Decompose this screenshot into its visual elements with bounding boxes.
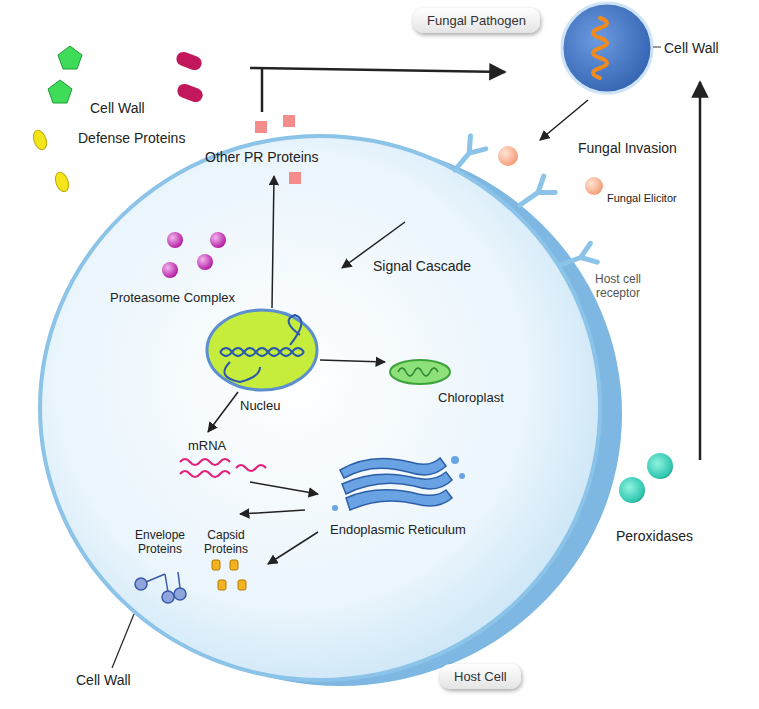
part-label: mRNA bbox=[188, 438, 226, 454]
part-label: Capsid Proteins bbox=[198, 528, 254, 557]
part-label: Other PR Proteins bbox=[205, 149, 319, 166]
part-label: Envelope Proteins bbox=[128, 528, 192, 557]
part-label: Proteasome Complex bbox=[110, 290, 235, 306]
part-label: Cell Wall bbox=[664, 40, 719, 57]
part-label: Fungal Elicitor bbox=[607, 192, 677, 205]
part-label: Cell Wall bbox=[76, 672, 131, 689]
rounded-label-box: Fungal Pathogen bbox=[413, 8, 540, 33]
part-label: Peroxidases bbox=[616, 528, 693, 545]
part-label: Signal Cascade bbox=[373, 258, 471, 275]
box-text: Fungal Pathogen bbox=[427, 13, 526, 28]
rounded-label-box: Host Cell bbox=[440, 664, 521, 689]
part-label: Fungal Invasion bbox=[578, 140, 677, 157]
part-label: Endoplasmic Reticulum bbox=[330, 522, 466, 538]
part-label: Defense Proteins bbox=[78, 130, 185, 147]
box-text: Host Cell bbox=[454, 669, 507, 684]
part-label: Nucleu bbox=[240, 398, 280, 414]
part-label: Cell Wall bbox=[90, 100, 145, 117]
part-label: Chloroplast bbox=[438, 390, 504, 406]
part-label: Host cell receptor bbox=[578, 272, 658, 301]
